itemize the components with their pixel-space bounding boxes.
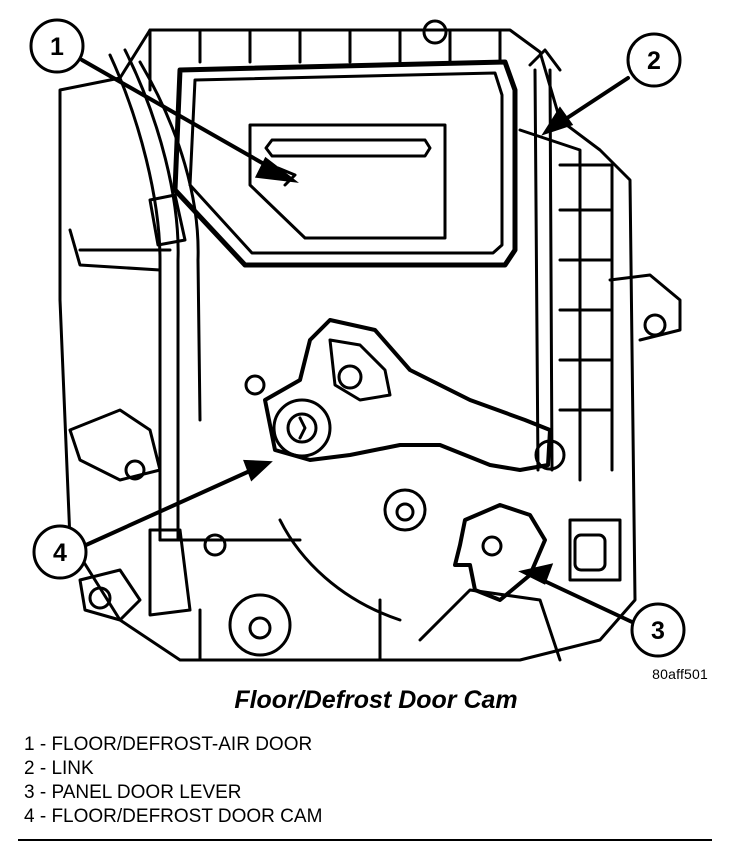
bottom-rule [18, 839, 712, 841]
figure-title: Floor/Defrost Door Cam [234, 686, 518, 714]
callout-3-number: 3 [651, 617, 665, 645]
link-rod [528, 48, 562, 472]
legend-item: 1 - FLOOR/DEFROST-AIR DOOR [24, 734, 313, 755]
legend-item: 3 - PANEL DOOR LEVER [24, 782, 242, 803]
callout-1-leader [80, 58, 280, 174]
callout-4-leader [84, 468, 254, 547]
callout-1: 1 [29, 18, 85, 74]
callout-3-leader [536, 576, 634, 624]
callout-4: 4 [32, 524, 88, 580]
callout-2-leader [556, 76, 630, 126]
callout-3: 3 [630, 602, 686, 658]
floor-defrost-door-cam [263, 318, 566, 472]
callout-1-number: 1 [50, 33, 64, 61]
legend-item: 2 - LINK [24, 758, 94, 779]
callout-1-arrowhead [254, 156, 299, 183]
figure-id: 80aff501 [652, 666, 708, 682]
callout-3-arrowhead [518, 563, 554, 585]
panel-door-lever [383, 488, 547, 602]
callout-4-number: 4 [53, 539, 67, 567]
heater-housing [58, 19, 682, 662]
door-cam-illustration: 1 2 3 4 [29, 18, 686, 662]
callout-2-number: 2 [647, 47, 661, 75]
callout-4-arrowhead [243, 459, 273, 482]
callout-2: 2 [626, 32, 682, 88]
callout-2-arrowhead [541, 106, 574, 136]
parts-legend: 1 - FLOOR/DEFROST-AIR DOOR 2 - LINK 3 - … [24, 733, 322, 829]
floor-defrost-air-door [172, 59, 518, 268]
legend-item: 4 - FLOOR/DEFROST DOOR CAM [24, 806, 323, 827]
